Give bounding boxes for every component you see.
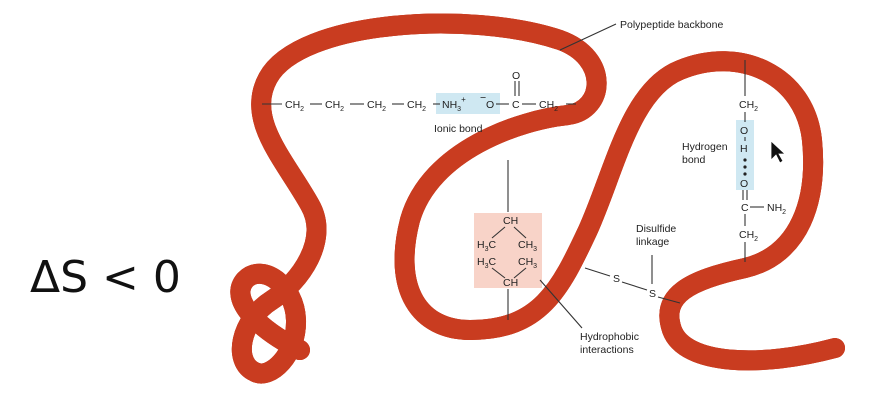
chain-carbonyl-o: O bbox=[512, 70, 520, 82]
hydrophobic-h3c-2: H bbox=[477, 256, 485, 268]
disulfide-label-line1: Disulfide bbox=[636, 223, 676, 235]
hydrophobic-highlight bbox=[474, 213, 542, 288]
hydrogen-bond-label-line1: Hydrogen bbox=[682, 141, 728, 153]
chain-nh3: NH bbox=[442, 99, 457, 111]
hydrogen-bond-highlight bbox=[736, 120, 754, 190]
svg-text:CH2: CH2 bbox=[739, 99, 758, 113]
svg-text:H3C: H3C bbox=[477, 239, 497, 253]
chain-carbonyl-c: C bbox=[512, 99, 520, 111]
svg-text:CH2: CH2 bbox=[367, 99, 386, 113]
hbond-h: H bbox=[740, 143, 748, 155]
svg-text:CH2: CH2 bbox=[739, 229, 758, 243]
ionic-chain: CH2 CH2 CH2 CH2 NH3+ − O C O CH2 bbox=[262, 70, 576, 113]
hydrophobic-ch3-2: CH bbox=[518, 256, 533, 268]
hydrophobic-ch-top: CH bbox=[503, 215, 518, 227]
hydrophobic-label-line2: interactions bbox=[580, 344, 634, 356]
hbond-nh2: NH bbox=[767, 202, 782, 214]
svg-text:CH2: CH2 bbox=[407, 99, 426, 113]
chain-ch2-b: CH bbox=[325, 99, 340, 111]
hbond-ch2-top: CH bbox=[739, 99, 754, 111]
ionic-bond-label: Ionic bond bbox=[434, 123, 483, 135]
svg-text:CH3: CH3 bbox=[518, 239, 537, 253]
entropy-equation: ΔS < 0 bbox=[30, 252, 181, 303]
chain-ch2-d: CH bbox=[407, 99, 422, 111]
svg-text:CH3: CH3 bbox=[518, 256, 537, 270]
backbone-label: Polypeptide backbone bbox=[620, 19, 723, 31]
svg-text:NH2: NH2 bbox=[767, 202, 786, 216]
disulfide-group: S S bbox=[584, 255, 681, 304]
disulfide-label-line2: linkage bbox=[636, 236, 669, 248]
hbond-c: C bbox=[741, 202, 749, 214]
hydrogen-bond-label-line2: bond bbox=[682, 154, 706, 166]
chain-ch2-a: CH bbox=[285, 99, 300, 111]
svg-text:CH2: CH2 bbox=[285, 99, 304, 113]
hydrogen-bond-group: CH2 O H O C NH2 CH2 bbox=[739, 60, 786, 262]
svg-text:CH2: CH2 bbox=[325, 99, 344, 113]
hydrophobic-ch-bottom: CH bbox=[503, 277, 518, 289]
disulfide-s2: S bbox=[649, 288, 656, 300]
disulfide-s1: S bbox=[613, 273, 620, 285]
hydrophobic-group: CH H3C CH3 H3C CH3 CH bbox=[477, 175, 537, 320]
svg-text:−: − bbox=[480, 92, 486, 104]
hbond-o-bottom: O bbox=[740, 178, 748, 190]
hbond-o-top: O bbox=[740, 125, 748, 137]
hydrophobic-h3c-1: H bbox=[477, 239, 485, 251]
hydrophobic-ch3-1: CH bbox=[518, 239, 533, 251]
ionic-bond-highlight bbox=[436, 93, 500, 114]
mouse-cursor-icon bbox=[770, 140, 787, 164]
chain-o-minus: O bbox=[486, 99, 494, 111]
svg-text:H3C: H3C bbox=[477, 256, 497, 270]
chain-ch2-c: CH bbox=[367, 99, 382, 111]
svg-text:NH3+: NH3+ bbox=[442, 95, 466, 113]
hbond-ch2-bottom: CH bbox=[739, 229, 754, 241]
polypeptide-backbone bbox=[240, 24, 845, 374]
hydrophobic-label-line1: Hydrophobic bbox=[580, 331, 639, 343]
chain-ch2-e: CH bbox=[539, 99, 554, 111]
svg-text:CH2: CH2 bbox=[539, 99, 558, 113]
